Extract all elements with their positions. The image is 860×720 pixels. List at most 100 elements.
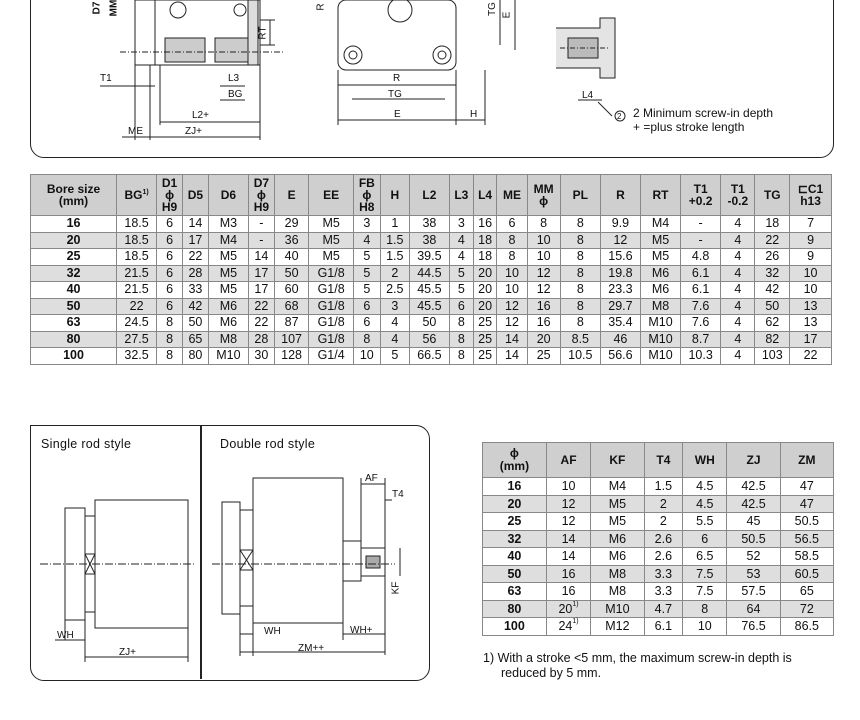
table-cell: 53: [726, 564, 781, 583]
footnote-line1: 1) With a stroke <5 mm, the maximum scre…: [483, 651, 792, 665]
column-header-line: ZM: [798, 452, 816, 467]
table-cell: 18: [754, 215, 791, 233]
table-cell: 29.7: [599, 297, 641, 315]
table-cell: 17: [182, 231, 209, 249]
table-cell: 6: [156, 231, 183, 249]
table-cell: 4: [720, 281, 756, 299]
table-cell: 33: [182, 281, 209, 299]
table-cell: 87: [273, 314, 310, 332]
table-cell: 17: [247, 281, 275, 299]
column-header: T1+0.2: [680, 174, 722, 216]
table-cell: 8: [526, 215, 561, 233]
table-cell: 9: [789, 248, 832, 266]
table-cell: 4.7: [643, 599, 684, 618]
column-header: BG1): [116, 174, 158, 216]
table-cell: 29: [273, 215, 310, 233]
table-cell: 18: [472, 248, 498, 266]
table-cell: 32: [754, 264, 791, 282]
column-header: T4: [643, 442, 684, 478]
table-cell: 18.5: [116, 215, 158, 233]
screw-in-note: 2 Minimum screw-in depth + =plus stroke …: [633, 106, 773, 134]
table-cell: 14: [545, 529, 592, 548]
table-cell: 8: [559, 215, 601, 233]
table-cell: 6: [156, 281, 183, 299]
table-cell: 38: [408, 231, 450, 249]
table-cell: 36: [273, 231, 310, 249]
table-cell: 25: [472, 347, 498, 365]
column-header-line: H9: [253, 200, 270, 214]
table-cell: M5: [590, 512, 645, 531]
table-cell: G1/4: [308, 347, 354, 365]
af-label: AF: [365, 473, 378, 484]
table-cell: 50: [408, 314, 450, 332]
top-technical-drawing: [100, 0, 626, 140]
column-header-line: (mm): [499, 459, 530, 473]
table-cell: 60: [273, 281, 310, 299]
table-cell: -: [680, 231, 722, 249]
row-header-cell: 32: [482, 529, 547, 548]
table-cell: M8: [590, 564, 645, 583]
row-header-cell: 80: [482, 599, 547, 618]
rod-style-panel: [30, 425, 430, 681]
table-cell: 20: [526, 330, 561, 348]
table-cell: 2: [379, 264, 410, 282]
e-bottom-label: E: [394, 109, 401, 120]
table-cell: 16: [526, 297, 561, 315]
column-header: ZM: [779, 442, 835, 478]
table-cell: 12: [545, 494, 592, 513]
tg-bottom-label: TG: [388, 89, 402, 100]
table-cell: 22: [182, 248, 209, 266]
table-cell: 39.5: [408, 248, 450, 266]
table-cell: 38: [408, 215, 450, 233]
table-cell: 8: [352, 330, 381, 348]
table-cell: M6: [590, 547, 645, 566]
table-cell: 10: [496, 281, 528, 299]
column-header: L2: [408, 174, 450, 216]
r-side-label: R: [315, 3, 327, 11]
screw-in-note-line1: 2 Minimum screw-in depth: [633, 106, 774, 120]
table-cell: 44.5: [408, 264, 450, 282]
column-header-line: L3: [454, 188, 469, 202]
column-header-line: L4: [478, 188, 493, 202]
table-cell: 6: [448, 297, 474, 315]
column-header-line: E: [287, 188, 296, 202]
t4-label: T4: [392, 489, 404, 500]
table-cell: 3.3: [643, 582, 684, 601]
table-cell: M8: [207, 330, 249, 348]
table-cell: -: [247, 215, 275, 233]
column-header-line: WH: [694, 452, 715, 467]
table-cell: 8: [448, 330, 474, 348]
table-cell: M5: [639, 248, 682, 266]
e-side-label: E: [501, 11, 513, 19]
table-cell: 6.1: [680, 264, 722, 282]
table-cell: 1: [379, 215, 410, 233]
table-cell: 76.5: [726, 617, 781, 636]
column-header-line: T4: [656, 452, 671, 467]
table-cell: M8: [590, 582, 645, 601]
table-cell: 12: [496, 297, 528, 315]
row-header-cell: 20: [29, 231, 118, 249]
column-header-line: (mm): [58, 194, 89, 208]
table-cell: 1.5: [643, 477, 684, 496]
table-cell: 17: [247, 264, 275, 282]
table-cell: M10: [639, 330, 682, 348]
column-header-line: L2: [422, 188, 437, 202]
table-cell: 6.5: [682, 547, 728, 566]
table-cell: 60.5: [779, 564, 835, 583]
column-header-line: -0.2: [727, 194, 749, 208]
table-cell: 5: [352, 248, 381, 266]
table-cell: 13: [789, 297, 832, 315]
table-cell: 62: [754, 314, 791, 332]
footnote: 1) With a stroke <5 mm, the maximum scre…: [483, 651, 792, 681]
table-cell: 15.6: [599, 248, 641, 266]
column-header-line: AF: [560, 452, 577, 467]
